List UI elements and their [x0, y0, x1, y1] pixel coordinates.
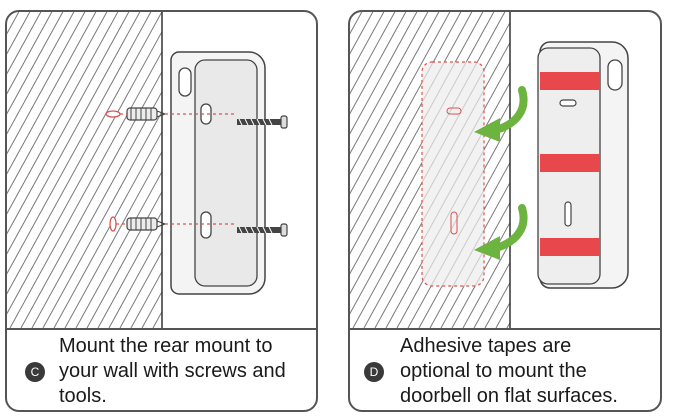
wall-mount-illustration	[7, 12, 288, 328]
caption-d: Adhesive tapes are optional to mount the…	[400, 334, 618, 409]
wall-hole-bottom	[109, 216, 117, 232]
caption-line: Mount the rear mount to	[59, 335, 273, 357]
caption-line: your wall with screws and	[59, 360, 286, 382]
wall-anchor-icon	[126, 107, 167, 121]
step-badge-d: D	[364, 362, 384, 382]
caption-line: doorbell on flat surfaces.	[400, 385, 618, 407]
alignment-guides	[116, 113, 237, 225]
wall-hole-top	[105, 110, 121, 118]
screw-icon	[237, 223, 288, 237]
mount-outline	[421, 61, 485, 287]
adhesive-tape-icon	[540, 72, 600, 256]
rear-mount-icon	[170, 51, 266, 295]
caption-line: tools.	[59, 385, 107, 407]
caption-line: Adhesive tapes are	[400, 335, 572, 357]
caption-line: optional to mount the	[400, 360, 587, 382]
curved-arrow-icon	[474, 86, 528, 142]
wall-hatch	[7, 12, 162, 328]
panel-c-divider	[7, 328, 316, 330]
panel-d: D Adhesive tapes are optional to mount t…	[348, 10, 662, 412]
caption-c: Mount the rear mount to your wall with s…	[59, 334, 286, 409]
adhesive-illustration	[350, 12, 629, 328]
screw-icon	[237, 115, 288, 129]
step-badge-c: C	[25, 362, 45, 382]
panel-d-divider	[350, 328, 660, 330]
curved-arrow-icon	[474, 204, 528, 260]
panel-c: C Mount the rear mount to your wall with…	[5, 10, 318, 412]
wall-anchor-icon	[126, 217, 167, 231]
